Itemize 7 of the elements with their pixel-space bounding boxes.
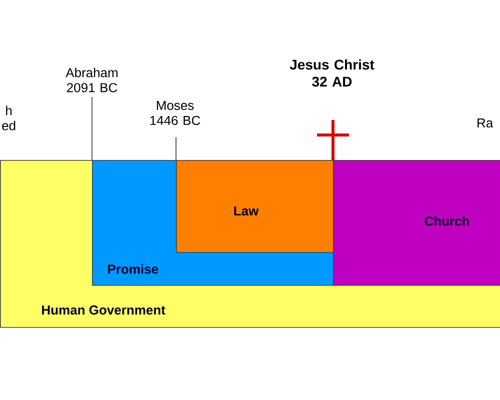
timeline-label: Moses 1446 BC [150,100,200,126]
timeline-label: h ed [2,106,16,130]
timeline-label: Ra [478,118,494,128]
period-box: Church [333,160,500,286]
timeline-label: Jesus Christ 32 AD [290,59,374,87]
period-box: Law [176,160,334,253]
timeline-label: Abraham 2091 BC [66,68,118,92]
